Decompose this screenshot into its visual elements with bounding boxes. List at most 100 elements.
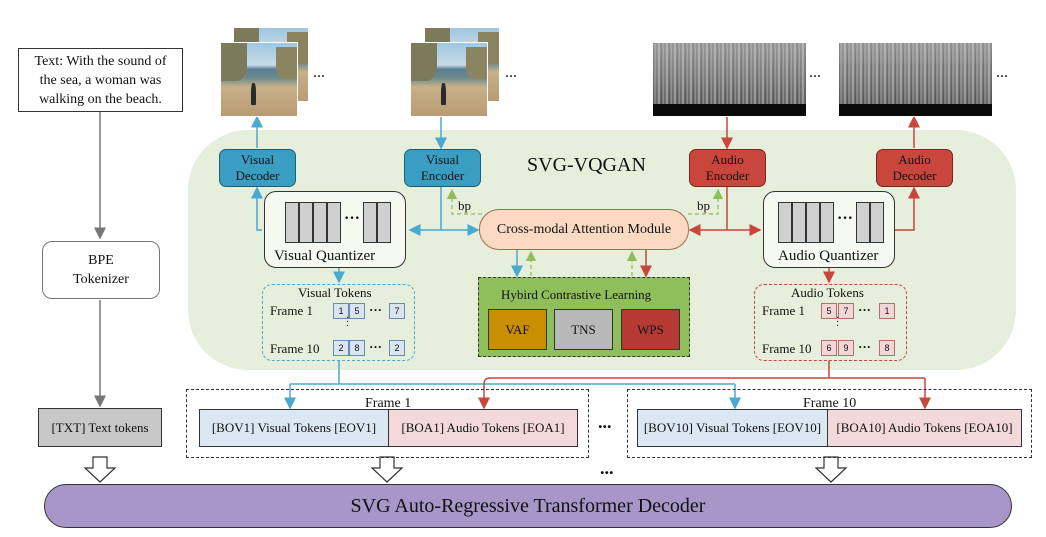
frame1-visual-tokens: [BOV1] Visual Tokens [EOV1] [199, 409, 389, 447]
cross-modal-attention-module: Cross-modal Attention Module [479, 209, 689, 250]
codebook-ellipsis: ··· [344, 210, 361, 227]
token-ellipsis: ··· [858, 302, 872, 317]
frame10-audio-label: [BOA10] Audio Tokens [EOA10] [836, 420, 1013, 435]
visual-encoder: Visual Encoder [404, 149, 481, 187]
frame1-label: Frame 1 [365, 396, 412, 411]
spec-ellipsis-1: ... [809, 64, 821, 81]
token: 5 [349, 303, 365, 319]
f10-to-decoder-arrow [814, 456, 848, 483]
codebook-cell [285, 202, 299, 243]
token: 1 [879, 303, 895, 319]
visual-quantizer: ··· Visual Quantizer [264, 191, 406, 268]
token: 8 [879, 340, 895, 356]
audio-tokens-box: Audio Tokens Frame 1 5 7 ··· 1 ··· Frame… [754, 284, 907, 361]
frame-ellipsis-2: ... [505, 64, 517, 81]
audio-quantizer: ··· Audio Quantizer [763, 191, 895, 268]
codebook-cell [806, 202, 820, 243]
tns-label: TNS [571, 321, 596, 337]
txt-to-decoder-arrow [83, 456, 117, 483]
token-ellipsis: ··· [369, 339, 383, 354]
codebook-cell [377, 202, 391, 243]
audio-spectrogram-1 [652, 42, 807, 117]
codebook-ellipsis: ··· [837, 210, 854, 227]
visual-encoder-label: Visual Encoder [420, 152, 465, 183]
frame1-visual-label: [BOV1] Visual Tokens [EOV1] [211, 420, 377, 435]
bpe-tokenizer: BPE Tokenizer [42, 241, 160, 299]
codebook-cell [792, 202, 806, 243]
text-tokens-label: [TXT] Text tokens [51, 419, 149, 435]
tns-box: TNS [554, 309, 613, 350]
codebook-cell [820, 202, 834, 243]
audio-decoder-label: Audio Decoder [892, 152, 937, 183]
codebook-cell [299, 202, 313, 243]
vaf-box: VAF [488, 309, 547, 350]
vertical-ellipsis: ··· [836, 313, 840, 332]
vq-to-vdec-arrow [251, 186, 263, 231]
frame10-label: Frame 10 [803, 396, 857, 411]
aq-to-adec-arrow [895, 186, 920, 231]
token: 2 [389, 340, 405, 356]
frame10-audio-tokens: [BOA10] Audio Tokens [EOA10] [827, 409, 1022, 447]
codebook-cell [313, 202, 327, 243]
decoder-label: SVG Auto-Regressive Transformer Decoder [350, 494, 706, 517]
bp-label-visual: bp [458, 198, 471, 213]
frame1-sequence: Frame 1 [186, 389, 589, 458]
wps-label: WPS [637, 321, 664, 337]
f1-to-decoder-arrow [370, 456, 404, 483]
bp-visual-line [446, 188, 482, 215]
audio-spectrogram-2 [838, 42, 993, 117]
video-frame-2 [410, 42, 488, 117]
frame1-audio-tokens: [BOA1] Audio Tokens [EOA1] [388, 409, 578, 447]
codebook-cell [856, 202, 870, 243]
vt-frame1-label: Frame 1 [270, 303, 313, 318]
codebook-cell [870, 202, 884, 243]
at-frame1-label: Frame 1 [762, 303, 805, 318]
bpe-tokenizer-label: BPE Tokenizer [73, 253, 129, 287]
frame-ellipsis-1: ... [313, 64, 325, 81]
visual-tokens-title: Visual Tokens [296, 285, 374, 301]
atokens-hline [483, 377, 829, 385]
visual-decoder-label: Visual Decoder [235, 152, 280, 183]
audio-quantizer-label: Audio Quantizer [778, 248, 879, 264]
vertical-ellipsis: ··· [346, 313, 350, 332]
audio-encoder-label: Audio Encoder [705, 152, 750, 183]
codebook-cell [778, 202, 792, 243]
audio-decoder: Audio Decoder [876, 149, 953, 187]
visual-decoder: Visual Decoder [219, 149, 296, 187]
visual-tokens-box: Visual Tokens Frame 1 1 5 ··· 7 ··· Fram… [262, 284, 415, 361]
spec-ellipsis-2: ... [996, 64, 1008, 81]
token: 6 [821, 340, 837, 356]
text-input-box: Text: With the sound of the sea, a woman… [18, 48, 183, 112]
at-frame10-label: Frame 10 [762, 341, 812, 356]
vt-frame10-label: Frame 10 [270, 341, 320, 356]
frames-ellipsis: ... [598, 412, 612, 432]
token: 5 [821, 303, 837, 319]
video-frame-1 [220, 42, 298, 117]
visual-quantizer-label: Visual Quantizer [274, 248, 376, 264]
text-input: Text: With the sound of the sea, a woman… [34, 53, 167, 107]
frame10-visual-tokens: [BOV10] Visual Tokens [EOV10] [637, 409, 828, 447]
token: 7 [389, 303, 405, 319]
bp-label-audio: bp [697, 198, 710, 213]
svg-autoregressive-decoder: SVG Auto-Regressive Transformer Decoder [44, 484, 1012, 528]
token: 7 [838, 303, 854, 319]
token: 9 [838, 340, 854, 356]
frame1-audio-label: [BOA1] Audio Tokens [EOA1] [401, 420, 565, 435]
svg-vqgan-title: SVG-VQGAN [527, 154, 646, 176]
token: 2 [333, 340, 349, 356]
hcl-title: Hybird Contrastive Learning [501, 287, 652, 302]
cross-modal-label: Cross-modal Attention Module [496, 221, 672, 237]
frame10-visual-label: [BOV10] Visual Tokens [EOV10] [643, 420, 822, 435]
token-ellipsis: ··· [369, 302, 383, 317]
audio-tokens-title: Audio Tokens [789, 285, 866, 301]
codebook-cell [327, 202, 341, 243]
vaf-label: VAF [505, 321, 530, 337]
wps-box: WPS [621, 309, 680, 350]
frame10-sequence: Frame 10 [627, 389, 1032, 458]
text-tokens-box: [TXT] Text tokens [38, 408, 162, 447]
hybrid-contrastive-learning: Hybird Contrastive Learning VAF TNS WPS [478, 277, 690, 357]
codebook-cell [363, 202, 377, 243]
bp-audio-line [688, 188, 724, 215]
audio-encoder: Audio Encoder [689, 149, 766, 187]
frames-ellipsis-lower: ... [600, 458, 614, 478]
